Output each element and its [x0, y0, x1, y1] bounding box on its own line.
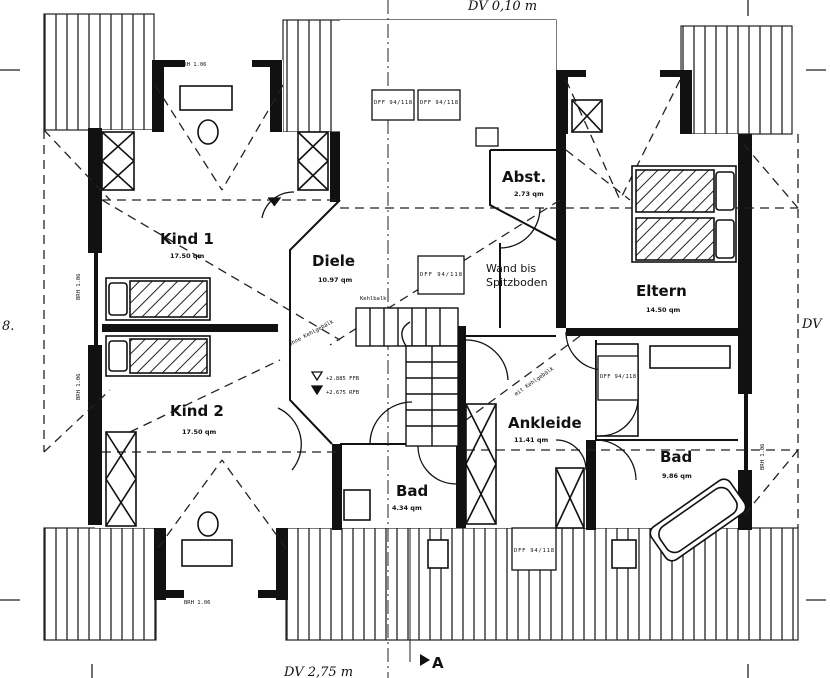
section-arrow	[420, 654, 430, 666]
room-bad-right-name: Bad	[660, 448, 692, 466]
section-marker: A	[432, 654, 444, 672]
window-dff1: DFF 94/118	[374, 100, 412, 106]
room-kind2-name: Kind 2	[170, 402, 224, 420]
window-dff2: DFF 94/118	[420, 100, 458, 106]
room-labels: Kind 1 17.50 qm Diele 10.97 qm Abst. 2.7…	[160, 168, 692, 512]
window-brh-right: BRH 1.06	[760, 444, 766, 471]
note-kehlbalk: Kehlbalk	[360, 296, 387, 302]
roof-top-left	[43, 13, 155, 131]
window-dff3: DFF 94/118	[420, 272, 462, 278]
window-dff4: DFF 94/118	[600, 374, 636, 380]
room-bad-left-name: Bad	[396, 482, 428, 500]
window-dff5: DFF 94/118	[514, 548, 554, 554]
window-brh-left-upper: BRH 1.06	[76, 274, 82, 301]
room-diele-name: Diele	[312, 252, 355, 270]
washbasins-bad-right	[649, 345, 731, 369]
margin-top-annotation: DV 0,10 m	[467, 0, 537, 14]
margin-left-label: 8.	[2, 319, 14, 334]
wall-right	[738, 134, 752, 394]
roof-top-right	[680, 25, 793, 135]
window-brh-top-left: BRH 1.06	[180, 62, 207, 68]
note-level-rfb: +2.675 RFB	[326, 390, 360, 396]
beds	[105, 165, 737, 377]
wall-left	[88, 128, 102, 253]
sink-bad-left	[343, 489, 371, 521]
sink-top-left	[179, 85, 233, 111]
walls	[88, 60, 752, 600]
toilet-bottom-left	[197, 511, 219, 537]
toilet-bad-left	[427, 539, 449, 569]
toilet-bad-right	[611, 539, 637, 569]
room-eltern-name: Eltern	[636, 282, 687, 300]
room-kind2-area: 17.50 qm	[182, 428, 216, 436]
room-diele-area: 10.97 qm	[318, 276, 352, 284]
sink-bottom-left	[181, 539, 233, 567]
room-bad-right-area: 9.86 qm	[662, 472, 692, 480]
room-kind1-name: Kind 1	[160, 230, 214, 248]
chimney-boxes	[101, 99, 603, 529]
room-kind1-area: 17.50 qm	[170, 252, 204, 260]
bed-kind2	[105, 335, 211, 377]
room-bad-left-area: 4.34 qm	[392, 504, 422, 512]
level-markers	[268, 197, 324, 396]
bathtub-bad-right	[649, 478, 747, 562]
margin-right-label: DV	[801, 317, 823, 332]
staircase	[355, 307, 459, 447]
note-level-ffb: +2.885 FFB	[326, 376, 360, 382]
margin-bottom-annotation: DV 2,75 m	[283, 665, 353, 678]
roof-windows	[371, 89, 639, 571]
toilet-top-left	[197, 119, 219, 145]
window-brh-bottom-left: BRH 1.06	[184, 600, 211, 606]
note-wand-line2: Spitzboden	[486, 276, 548, 289]
window-brh-left-lower: BRH 1.06	[76, 374, 82, 401]
room-eltern-area: 14.50 qm	[646, 306, 680, 314]
window-labels: DFF 94/118 DFF 94/118 DFF 94/118 DFF 94/…	[76, 62, 766, 606]
note-wand-line1: Wand bis	[486, 262, 536, 275]
bed-eltern	[631, 165, 737, 263]
room-ankleide-area: 11.41 qm	[514, 436, 548, 444]
bed-kind1	[105, 277, 211, 321]
roof-bottom-left	[43, 527, 157, 641]
room-ankleide-name: Ankleide	[508, 414, 582, 432]
room-abst-area: 2.73 qm	[514, 190, 544, 198]
room-abst-name: Abst.	[502, 168, 546, 186]
